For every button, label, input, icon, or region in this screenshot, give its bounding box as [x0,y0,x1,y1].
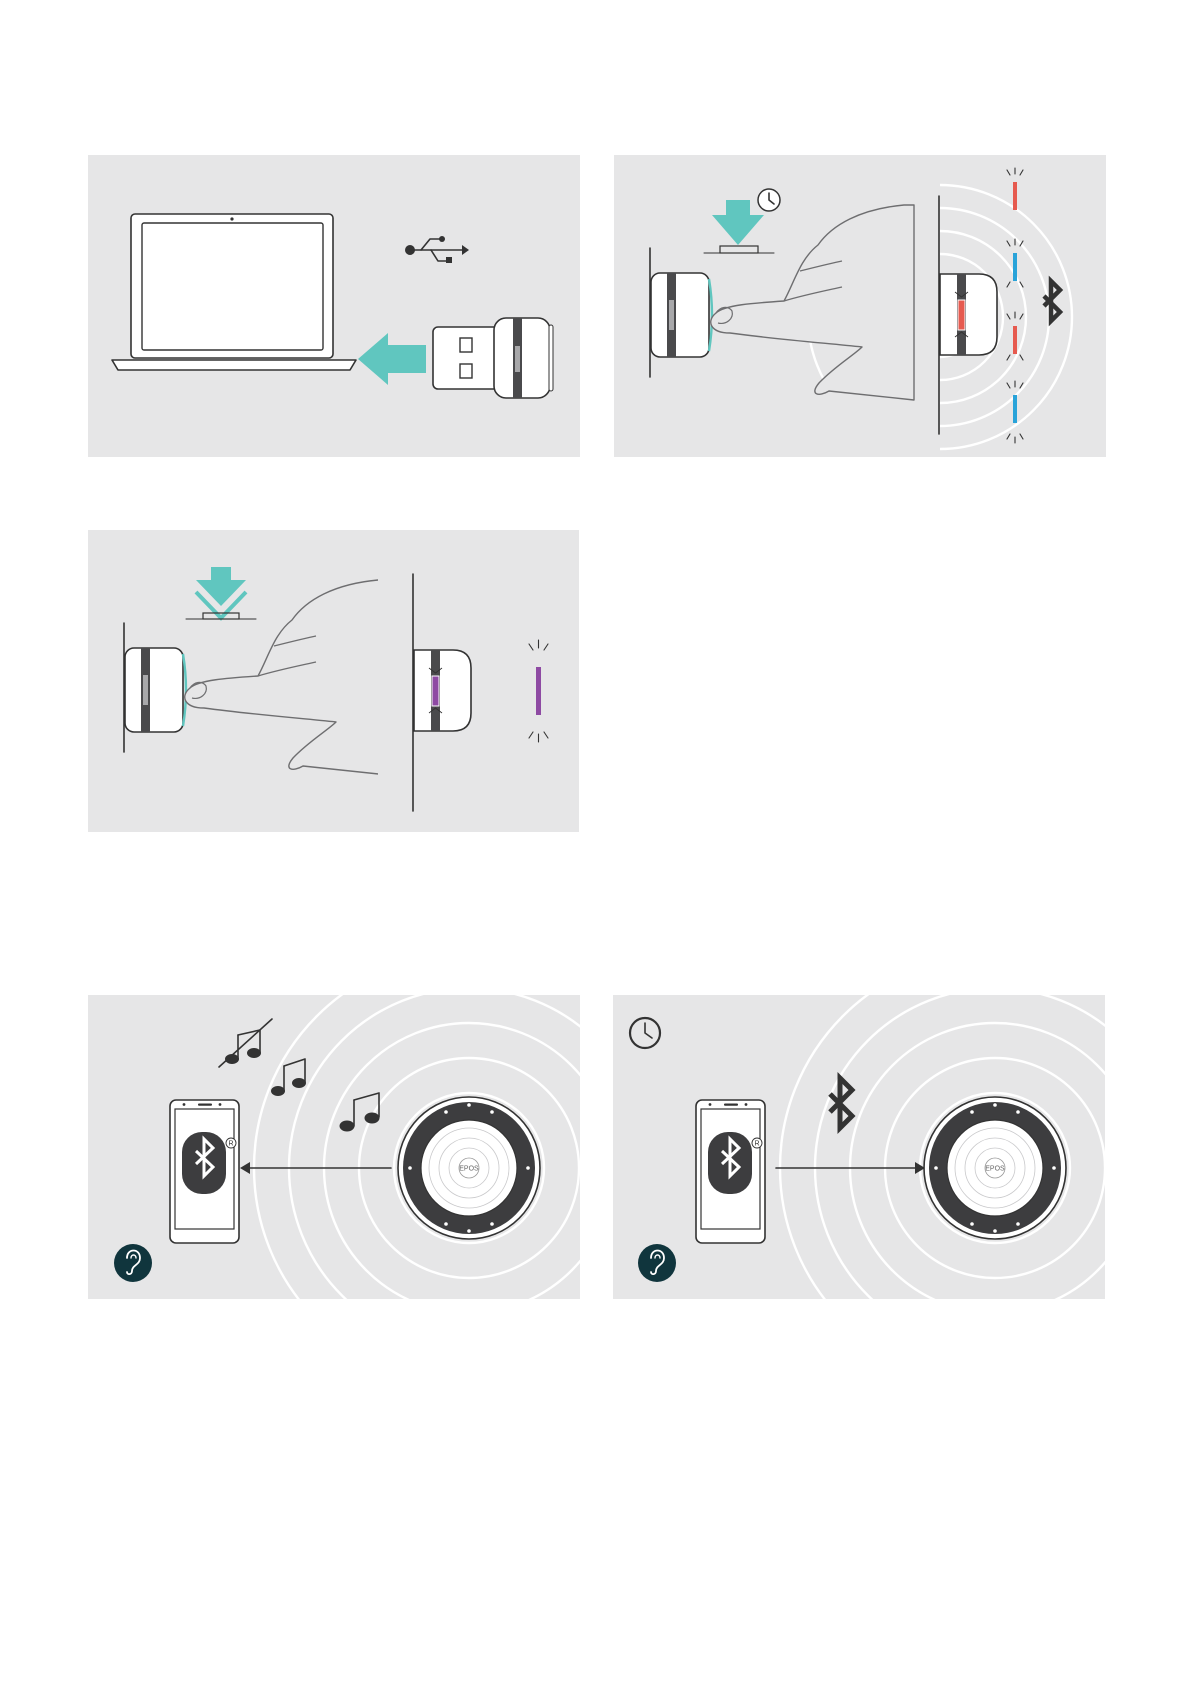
phone-bluetooth-icon: R [170,1100,239,1243]
speakerphone-icon: EPOS [398,1097,540,1239]
ear-icon [114,1244,152,1282]
transfer-arrow [240,1162,391,1174]
figure-stream-audio-to-phone-drawing: EPOS R [88,995,580,1299]
figure-short-press-purple-led [88,530,579,832]
clock-icon [758,189,780,211]
speakerphone-brand-text: EPOS [985,1166,1005,1173]
bluetooth-icon [830,1078,852,1128]
speakerphone-brand-text: EPOS [459,1166,479,1173]
phone-bluetooth-icon: R [696,1100,765,1243]
speakerphone-icon: EPOS [924,1097,1066,1239]
figure-phone-connects-to-speaker-drawing: EPOS R [613,995,1105,1299]
svg-text:R: R [754,1141,759,1148]
music-muted-icon [219,1019,272,1067]
ear-icon [638,1244,676,1282]
svg-text:R: R [228,1141,233,1148]
figure-phone-connects-to-speaker: EPOS R [613,995,1105,1299]
figure-connect-dongle-to-laptop-drawing [88,155,580,457]
figure-connect-dongle-to-laptop [88,155,580,457]
insert-arrow-icon [358,333,426,385]
figure-pairing-mode-long-press [614,155,1106,457]
hand-icon [185,570,398,790]
led-purple [529,640,548,742]
speaker-front-right [940,274,997,355]
speaker-side-left [651,273,712,357]
figure-short-press-purple-led-drawing [88,530,579,832]
usb-dongle-icon [433,318,553,398]
clock-icon [630,1018,660,1048]
music-note-icon [271,1059,306,1096]
figure-pairing-mode-long-press-drawing [614,155,1106,457]
laptop-icon [112,214,356,370]
usb-icon [405,236,469,263]
bluetooth-icon [1044,281,1060,321]
speaker-front-right [414,650,471,731]
press-arrow-icon [186,567,256,619]
speaker-side-left [125,648,186,732]
figure-stream-audio-to-phone: EPOS R [88,995,580,1299]
